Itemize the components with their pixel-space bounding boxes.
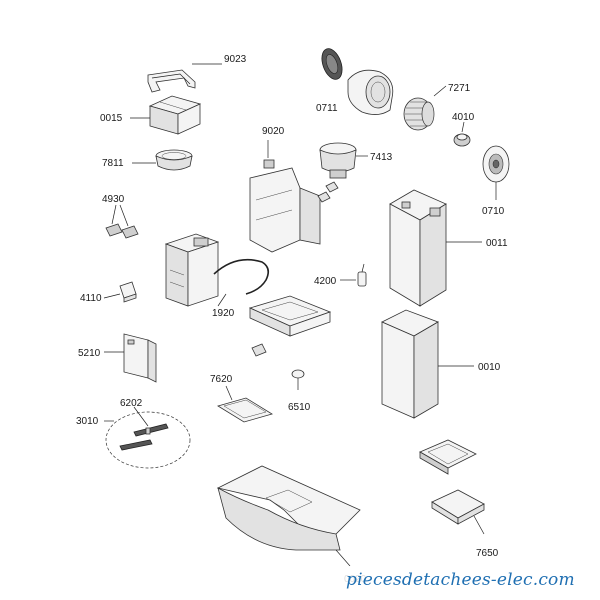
- label-7271: 7271: [448, 83, 471, 94]
- part-small-block: [317, 181, 339, 203]
- label-0710: 0710: [482, 206, 505, 217]
- part-7811-ring: [132, 149, 193, 171]
- part-0710-grille: [482, 145, 510, 200]
- part-0015-box: [130, 95, 202, 135]
- part-housing-left: [164, 233, 220, 307]
- part-9020-panel: [249, 140, 321, 253]
- part-motor-housing: [347, 69, 394, 115]
- part-6510-lamp: [291, 369, 305, 390]
- part-grease-filter: [419, 439, 477, 475]
- part-0020-canopy: [216, 465, 361, 567]
- part-1920-cable: [213, 258, 270, 307]
- label-7650: 7650: [476, 548, 499, 559]
- label-3010: 3010: [76, 416, 99, 427]
- part-3010-group: [104, 406, 191, 469]
- label-4200: 4200: [314, 276, 337, 287]
- part-filter-tray: [248, 295, 332, 337]
- label-9020: 9020: [262, 126, 285, 137]
- label-0010: 0010: [478, 362, 501, 373]
- part-knob: [251, 343, 267, 357]
- label-0711: 0711: [316, 103, 338, 114]
- part-4930-clips: [105, 204, 139, 239]
- watermark-text: piecesdetachees-elec.com: [346, 570, 575, 590]
- part-7271-impeller: [403, 85, 447, 131]
- label-6510: 6510: [288, 402, 311, 413]
- part-0011-upper-chimney: [389, 189, 482, 307]
- label-0015: 0015: [100, 113, 123, 124]
- part-4110-switch: [103, 281, 137, 303]
- label-1920: 1920: [212, 308, 235, 319]
- label-7413: 7413: [370, 152, 393, 163]
- part-0711-grille: [321, 48, 343, 80]
- label-4930: 4930: [102, 194, 125, 205]
- label-6202: 6202: [120, 398, 143, 409]
- part-7650-carbon-filter: [431, 489, 485, 535]
- label-4010: 4010: [452, 112, 475, 123]
- part-0010-lower-chimney: [381, 309, 474, 419]
- part-7413-collar: [319, 142, 368, 179]
- label-5210: 5210: [78, 348, 101, 359]
- part-7620-filter: [217, 385, 273, 423]
- part-9023-frame: [147, 63, 222, 93]
- part-4200-fuse: [340, 263, 367, 287]
- label-4110: 4110: [80, 293, 102, 304]
- part-5210-bracket: [104, 333, 157, 383]
- label-9023: 9023: [224, 54, 247, 65]
- label-7811: 7811: [102, 158, 124, 169]
- part-4010-capacitor: [453, 121, 471, 147]
- label-0011: 0011: [486, 238, 508, 249]
- label-7620: 7620: [210, 374, 233, 385]
